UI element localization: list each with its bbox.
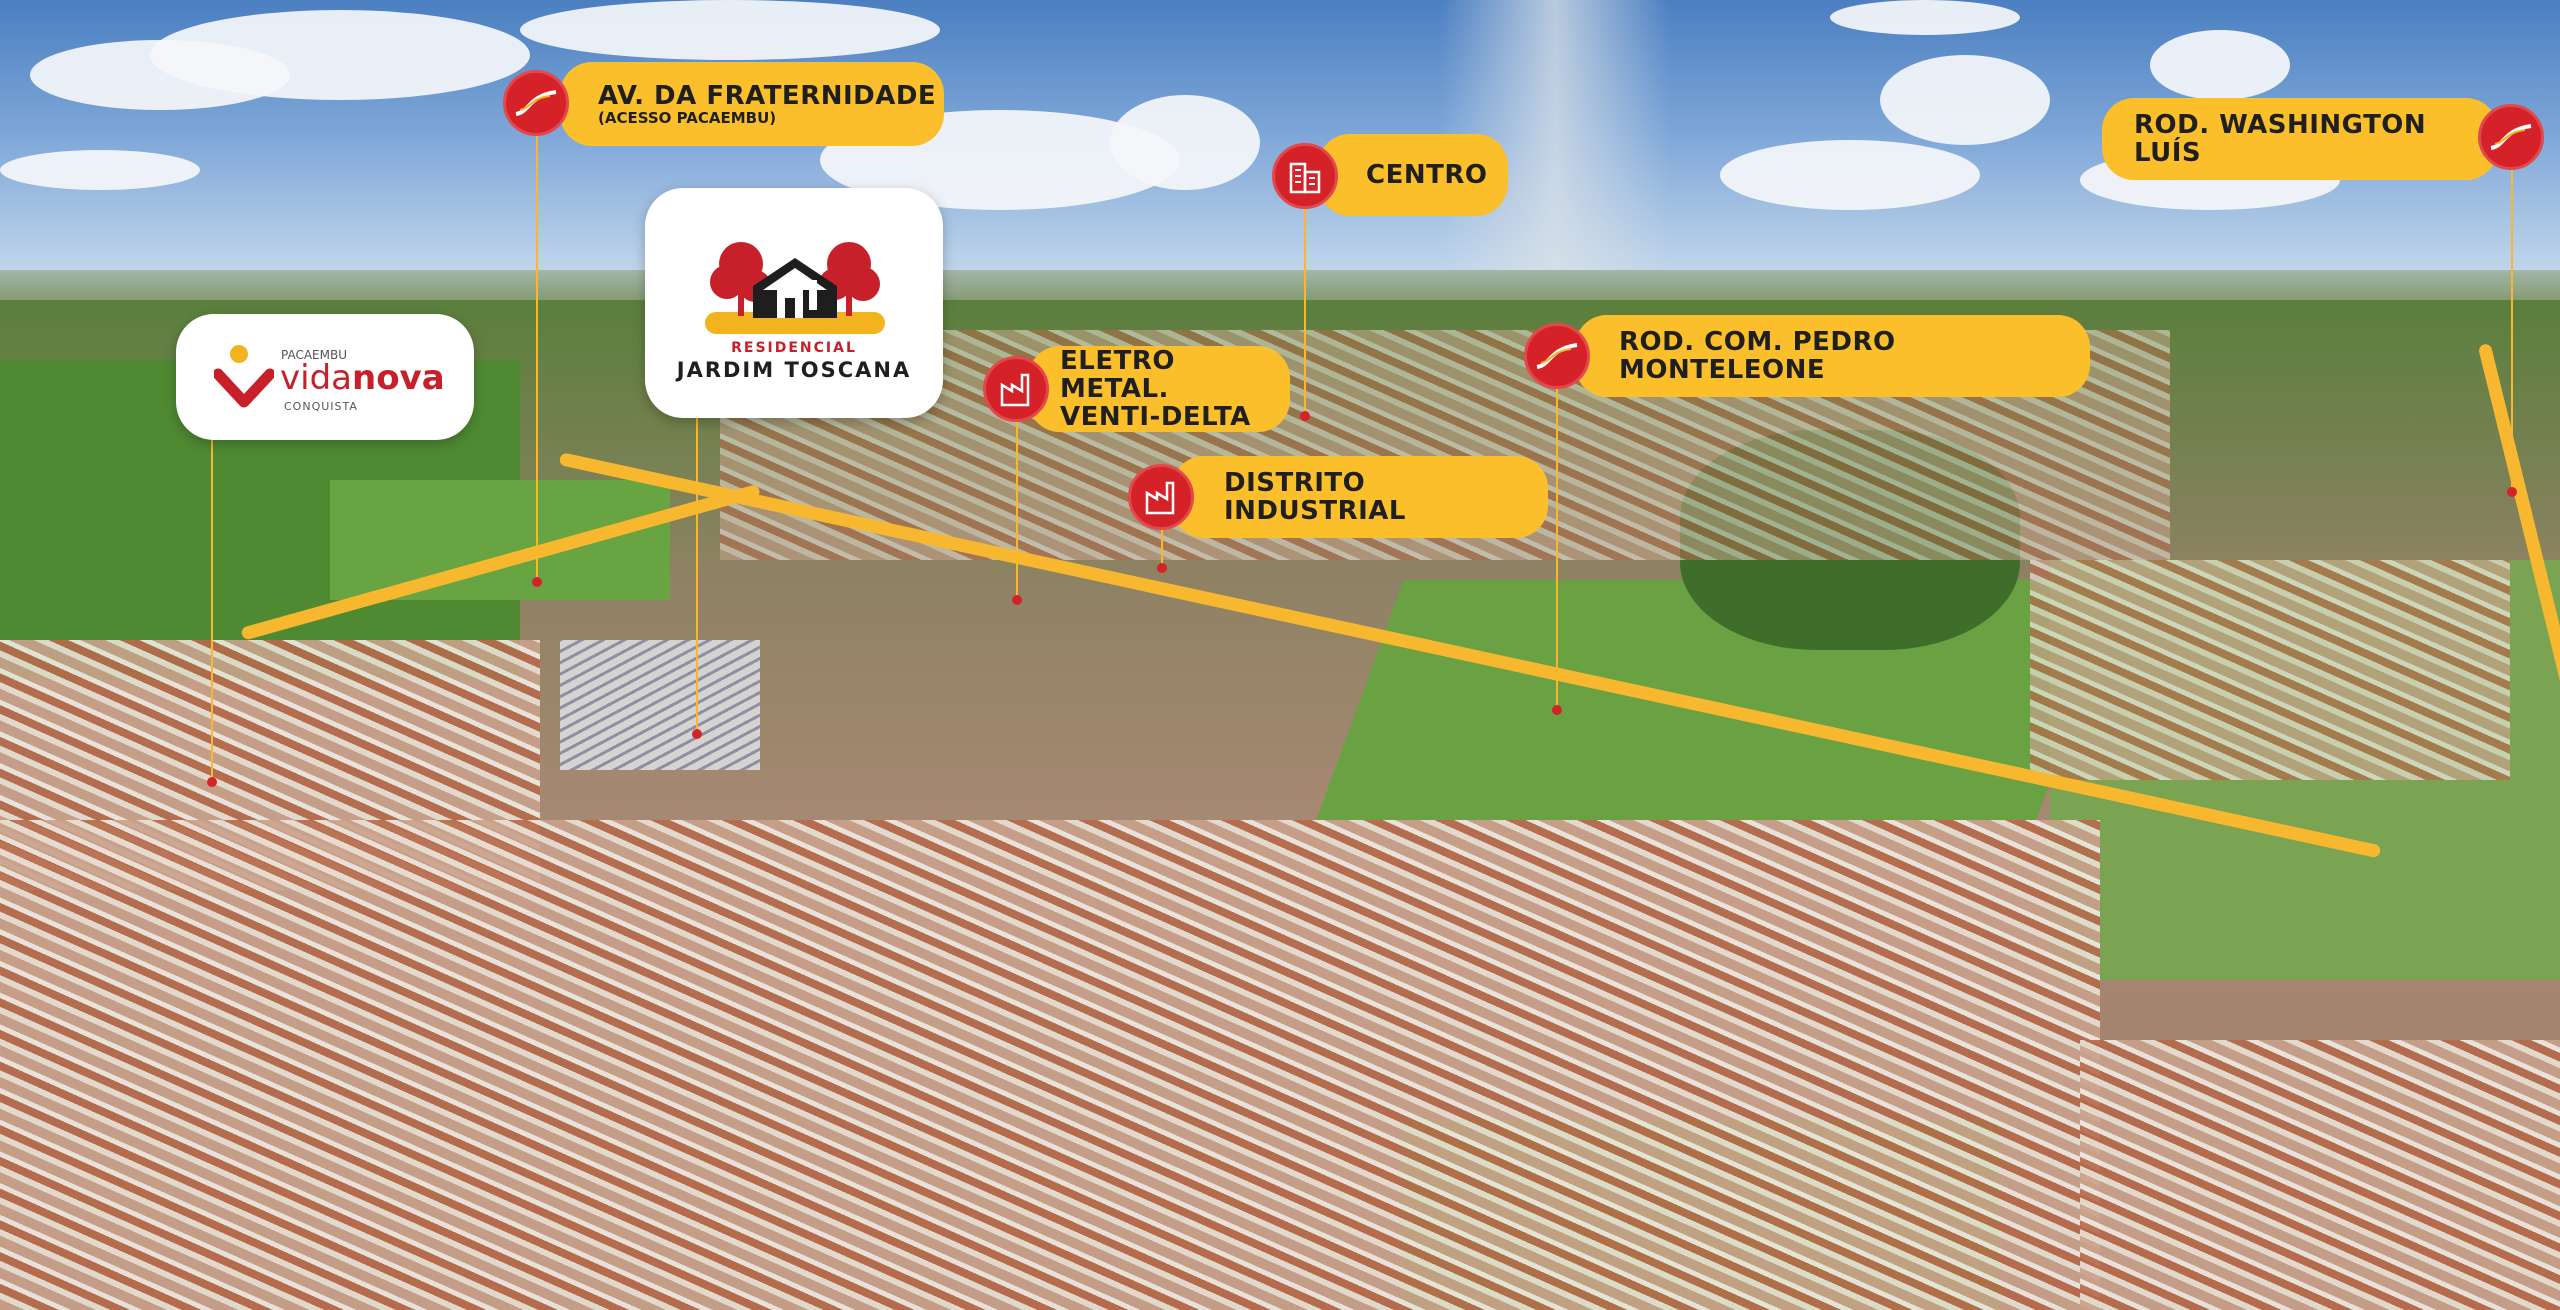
vidanova-vida: vida — [280, 358, 352, 398]
factory-icon — [983, 356, 1049, 422]
label-eletro-line1: ELETRO METAL. — [1060, 346, 1175, 404]
cloud — [2150, 30, 2290, 100]
marker-dot — [532, 577, 542, 587]
label-monteleone-title: ROD. COM. PEDRO MONTELEONE — [1619, 327, 1896, 385]
marker-dot — [1300, 411, 1310, 421]
vidanova-mark-icon — [214, 345, 274, 408]
cloud — [1110, 95, 1260, 190]
pointer-line-distrito — [1161, 530, 1163, 568]
label-fraternidade: AV. DA FRATERNIDADE (ACESSO PACAEMBU) — [560, 62, 944, 146]
urban-area — [0, 820, 2100, 1310]
pointer-line-monteleone — [1556, 386, 1558, 710]
pointer-line-centro — [1304, 206, 1306, 416]
road-icon — [1524, 323, 1590, 389]
label-centro: CENTRO — [1318, 134, 1508, 216]
label-distrito-title: DISTRITO INDUSTRIAL — [1224, 468, 1406, 526]
pointer-line-eletro — [1016, 420, 1018, 600]
label-eletro: ELETRO METAL. VENTI-DELTA — [1028, 346, 1290, 432]
marker-dot — [1157, 563, 1167, 573]
vidanova-top-text: PACAEMBU — [281, 348, 348, 362]
cloud — [1830, 0, 2020, 35]
buildings-icon — [1272, 143, 1338, 209]
pointer-line-vidanova — [211, 436, 213, 782]
cloud — [1880, 55, 2050, 145]
house-trees-icon — [705, 242, 885, 334]
label-fraternidade-title: AV. DA FRATERNIDADE — [598, 80, 937, 111]
marker-dot — [207, 777, 217, 787]
road-icon — [2478, 104, 2544, 170]
factory-icon — [1128, 464, 1194, 530]
marker-dot — [1012, 595, 1022, 605]
label-centro-title: CENTRO — [1366, 160, 1488, 190]
pointer-line-toscana — [696, 418, 698, 734]
urban-area — [2030, 560, 2510, 780]
toscana-residencial: RESIDENCIAL — [731, 340, 857, 356]
vidanova-wordmark: vidanova — [280, 358, 445, 398]
toscana-name: JARDIM TOSCANA — [676, 358, 912, 382]
pointer-line-fraternidade — [536, 130, 538, 582]
marker-dot — [1552, 705, 1562, 715]
label-monteleone: ROD. COM. PEDRO MONTELEONE — [1575, 315, 2090, 397]
pointer-line-washington — [2511, 170, 2513, 492]
marker-dot — [2507, 487, 2517, 497]
cloud — [1720, 140, 1980, 210]
road-icon — [503, 70, 569, 136]
vidanova-logo: PACAEMBU vidanova CONQUISTA — [176, 314, 474, 440]
label-eletro-line2: VENTI-DELTA — [1060, 402, 1251, 432]
residential-lot — [560, 640, 760, 770]
vidanova-nova: nova — [351, 358, 445, 398]
urban-area — [2080, 1040, 2560, 1310]
green-field — [330, 480, 670, 600]
jardim-toscana-logo: RESIDENCIAL JARDIM TOSCANA — [645, 188, 943, 418]
vidanova-sub-text: CONQUISTA — [284, 400, 358, 413]
cloud — [150, 10, 530, 100]
label-distrito: DISTRITO INDUSTRIAL — [1172, 456, 1548, 538]
label-washington: ROD. WASHINGTON LUÍS — [2102, 98, 2498, 180]
label-washington-title: ROD. WASHINGTON LUÍS — [2134, 110, 2427, 168]
marker-dot — [692, 729, 702, 739]
cloud — [520, 0, 940, 60]
label-fraternidade-sub: (ACESSO PACAEMBU) — [598, 108, 777, 127]
cloud — [0, 150, 200, 190]
